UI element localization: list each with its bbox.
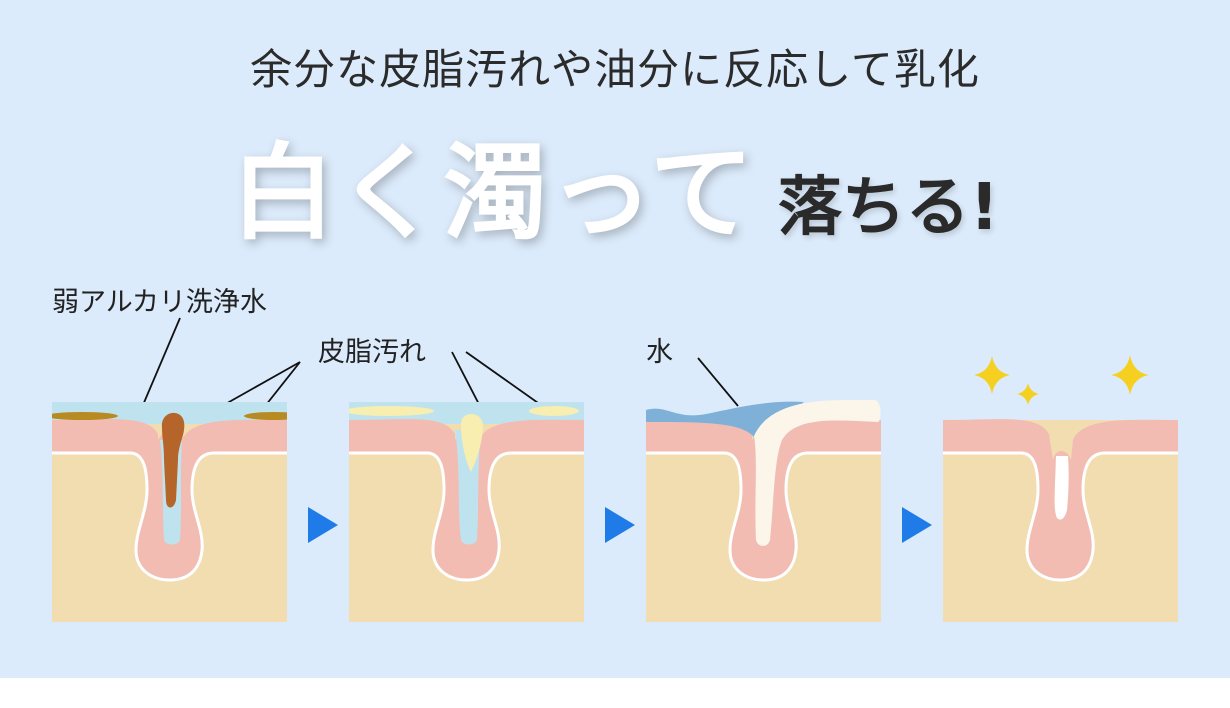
sparkle-icon — [1111, 355, 1149, 395]
panel-rinsing — [646, 400, 881, 622]
label-water: 水 — [646, 337, 673, 368]
headline-dark: 落ちる! — [777, 171, 999, 245]
label-alkaline-water: 弱アルカリ洗浄水 — [52, 287, 267, 318]
label-sebum: 皮脂汚れ — [318, 337, 426, 368]
headline: 白く濁って落ちる! — [0, 108, 1230, 259]
arrow-right-icon — [308, 507, 338, 543]
sparkles — [974, 355, 1149, 405]
panel-dirty-skin — [52, 402, 287, 622]
sebum-plug — [161, 412, 185, 508]
panel-clean-skin — [943, 419, 1178, 622]
infographic: 余分な皮脂汚れや油分に反応して乳化 白く濁って落ちる! 弱アルカリ洗浄水 皮脂汚… — [0, 0, 1230, 678]
sparkle-icon — [974, 356, 1010, 394]
arrow-right-icon — [902, 507, 932, 543]
panel-emulsifying — [349, 402, 584, 622]
arrow-right-icon — [605, 507, 635, 543]
headline-white: 白く濁って — [231, 132, 756, 254]
subtitle: 余分な皮脂汚れや油分に反応して乳化 — [250, 45, 980, 94]
sparkle-icon — [1017, 383, 1039, 405]
